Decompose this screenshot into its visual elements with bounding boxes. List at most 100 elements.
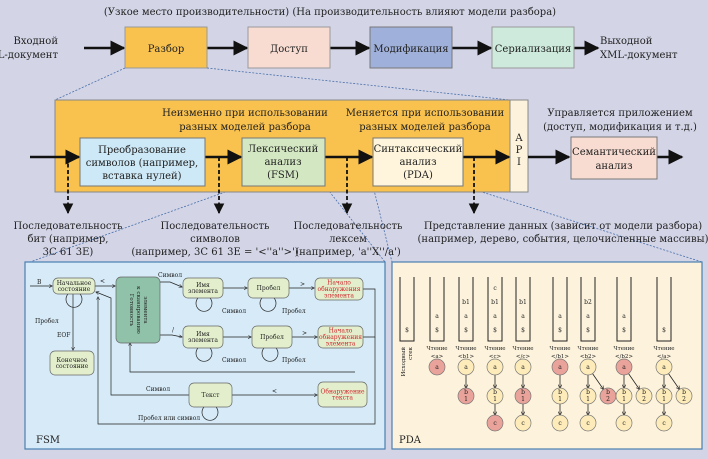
output-chars-label: (например, 3C 61 3E = '<''a''>') <box>131 247 298 258</box>
state-label: элемента <box>188 337 218 344</box>
tree-edge <box>668 373 680 390</box>
stack-label: Чтение <box>455 346 476 352</box>
stack-item: $ <box>662 327 666 334</box>
stack-label: </b1> <box>551 354 569 360</box>
output-data-label: (например, дерево, события, целочисленны… <box>418 234 708 245</box>
edge-label: > <box>302 330 307 337</box>
stack-label: Чтение <box>512 346 533 352</box>
stage-parse-box <box>124 26 208 69</box>
tree-node-b1 <box>579 387 597 405</box>
tree-node-label: a <box>464 364 468 371</box>
stack-item: $ <box>622 327 626 334</box>
variant-label: разных моделей разбора <box>359 122 491 133</box>
output-tokens-label: Последовательность <box>294 221 403 232</box>
stage-modify: Модификация <box>373 44 448 55</box>
tree-node-b2 <box>635 387 653 405</box>
state-label: состояние <box>56 363 89 370</box>
stack-item: $ <box>521 327 525 334</box>
stack-item: $ <box>405 327 409 334</box>
stack-label: <a> <box>431 354 444 360</box>
output-chars-label: символов <box>190 234 240 245</box>
state-shape <box>52 277 96 295</box>
output-data-label: Представление данных (зависит от модели … <box>424 221 702 232</box>
state-label: к сканированию <box>135 286 141 334</box>
tree-node-label: c <box>558 420 562 427</box>
stack-label: <b1> <box>458 354 475 360</box>
semantic-box <box>570 136 658 180</box>
stack-label: </b2> <box>615 354 633 360</box>
pda-stack: $Чтение</a> <box>653 277 675 360</box>
state-shape <box>317 325 364 349</box>
stack-item: $ <box>464 327 468 334</box>
top-title: (Узкое место производительности) (На про… <box>104 7 556 18</box>
tree-node-c <box>655 414 673 432</box>
state-shape <box>182 325 224 349</box>
fsm-states: НачальноесостояниеКонечноесостояниеГотов… <box>49 276 368 408</box>
app-label: Управляется приложением <box>547 108 693 119</box>
state-shape <box>49 350 95 376</box>
output-label-2: XML-документ <box>600 50 678 61</box>
stage-modify-box <box>369 26 453 69</box>
stack-outline <box>552 277 568 342</box>
output-tokens-label: лексем <box>329 234 367 245</box>
tree-node-c <box>551 414 569 432</box>
syntax-label: Синтаксический <box>374 144 463 155</box>
app-label: (доступ, модификация и т.д.) <box>543 122 697 133</box>
edge-label: < <box>272 388 277 395</box>
edge-label: Символ <box>222 308 246 315</box>
tree-node-a <box>428 358 446 376</box>
tree-node-b1 <box>486 387 504 405</box>
api-letter: A <box>514 133 523 144</box>
stack-label: стек <box>408 346 414 359</box>
stack-label: Чтение <box>653 346 674 352</box>
edge-label: / <box>172 327 175 334</box>
stack-outline <box>399 277 415 342</box>
state-shape <box>251 325 293 349</box>
edge-label: Символ <box>146 386 170 393</box>
output-bits-label: Последовательность <box>14 221 123 232</box>
state-label: Начальное <box>57 280 92 287</box>
fsm-label: FSM <box>36 435 60 446</box>
output-chars-label: Последовательность <box>161 221 270 232</box>
stack-item: a <box>435 313 439 320</box>
char-conversion-label: символов (например, <box>86 158 198 169</box>
tree-node-label: a <box>521 364 525 371</box>
edge-label: Символ <box>222 357 246 364</box>
tree-node-a <box>579 358 597 376</box>
state-label: Имя <box>196 282 210 289</box>
stack-label: Чтение <box>613 346 634 352</box>
state-label: элемента <box>142 296 148 324</box>
syntax-label: анализ <box>399 157 436 168</box>
stack-label: </c> <box>516 354 531 360</box>
state-label: обнаружения <box>317 286 360 293</box>
char-conversion-label: Преобразование <box>98 145 186 156</box>
stack-item: $ <box>435 327 439 334</box>
state-label: обнаружения <box>319 334 362 341</box>
tree-node-label: a <box>586 364 590 371</box>
stack-item: a <box>521 313 525 320</box>
stack-outline <box>487 277 503 342</box>
api-letter: I <box>517 157 521 168</box>
fsm-edges <box>30 281 376 425</box>
api-letter: P <box>516 145 523 156</box>
syntax-label: (PDA) <box>403 170 433 181</box>
edge-label: B <box>37 279 42 286</box>
stack-outline <box>616 277 632 342</box>
tree-node-b1 <box>655 387 673 405</box>
tree-node-label: a <box>435 364 439 371</box>
